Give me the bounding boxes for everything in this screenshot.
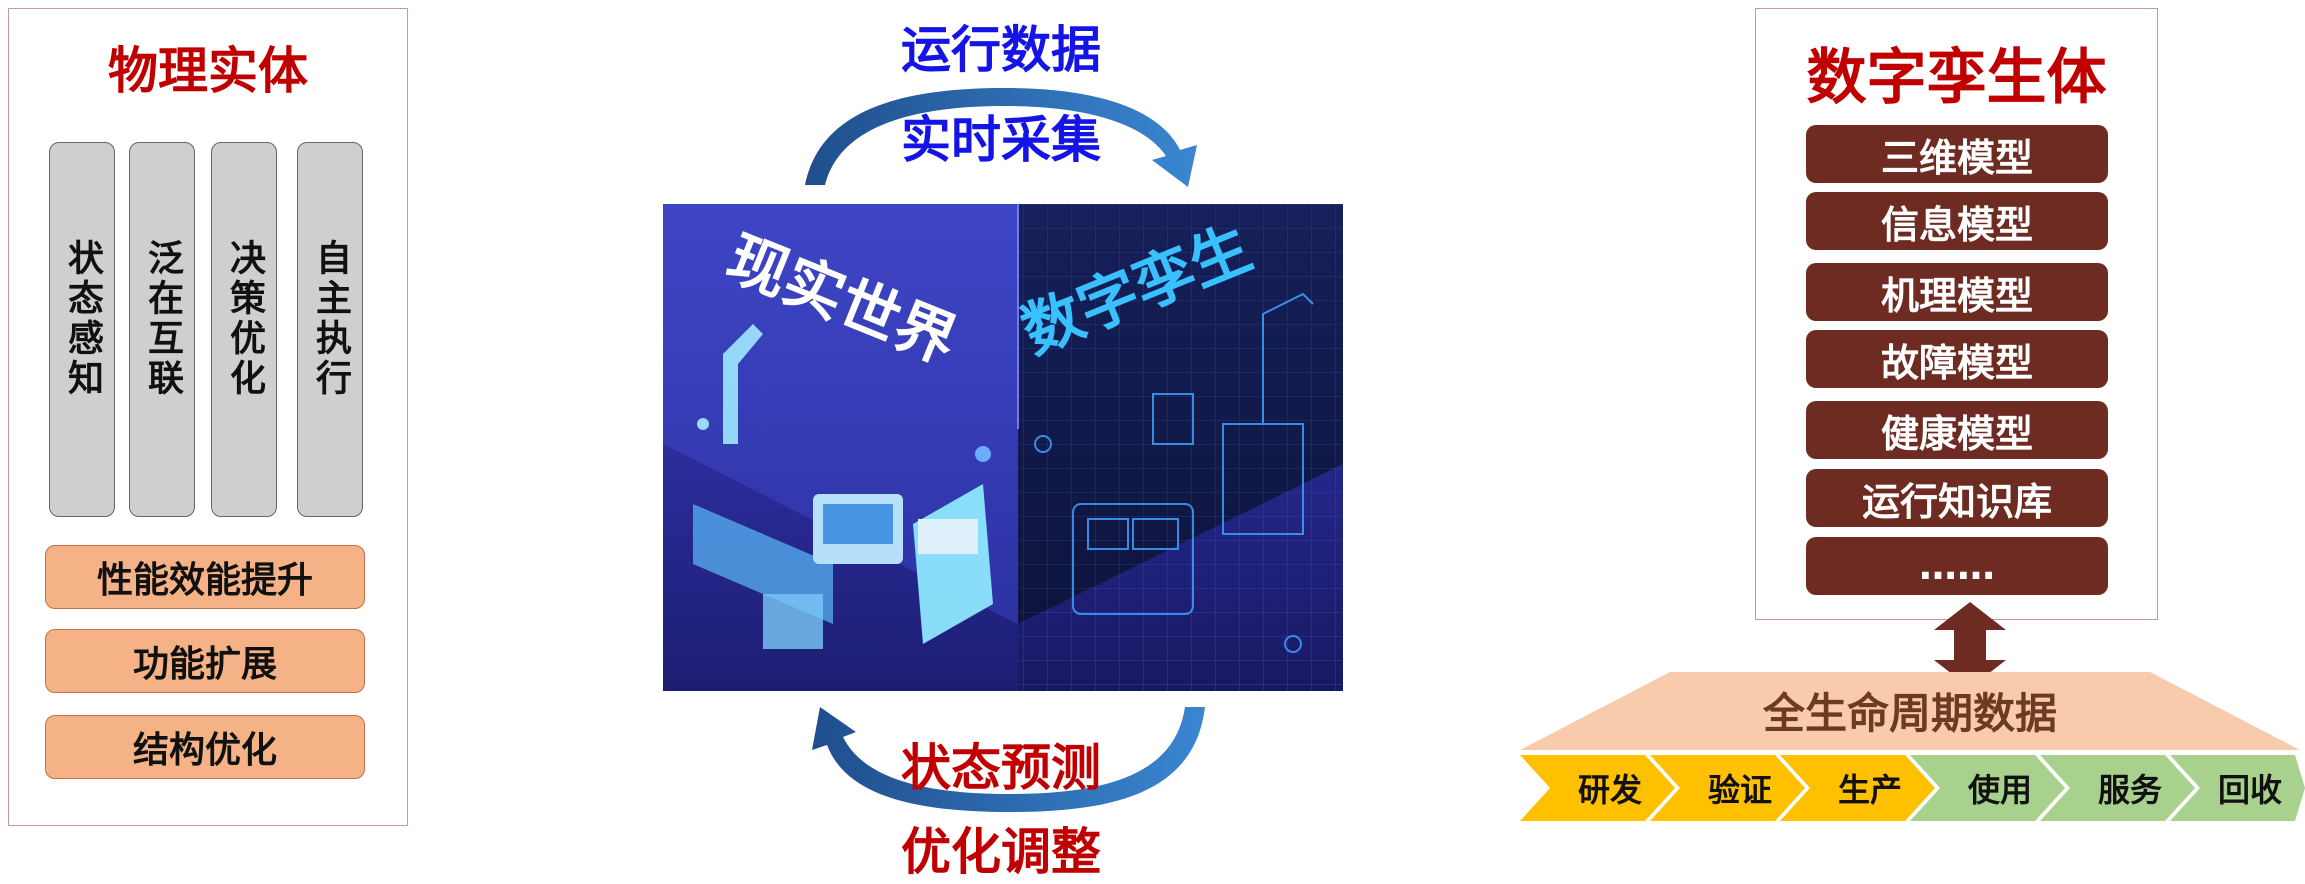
box-structure-optimization: 结构优化	[45, 715, 365, 779]
state-prediction-label: 状态预测	[901, 739, 1101, 797]
box-function-extension: 功能扩展	[45, 629, 365, 693]
model-information: 信息模型	[1806, 192, 2108, 250]
model-health: 健康模型	[1806, 401, 2108, 459]
lifecycle-banner	[1520, 672, 2300, 750]
runtime-data-label: 运行数据	[901, 21, 1101, 79]
model-3d: 三维模型	[1806, 125, 2108, 183]
stage-recycle: 回收	[2217, 771, 2282, 809]
lifecycle-title: 全生命周期数据	[1762, 689, 2057, 738]
realtime-collection-label: 实时采集	[901, 111, 1101, 169]
model-fault: 故障模型	[1806, 330, 2108, 388]
stage-usage: 使用	[1967, 771, 2032, 809]
column-ubiquitous-interconnect: 泛在互联	[129, 142, 195, 517]
digital-twin-panel: 数字孪生体 三维模型 信息模型 机理模型 故障模型 健康模型 运行知识库 ……	[1755, 8, 2158, 620]
digital-twin-title: 数字孪生体	[1806, 43, 2107, 113]
column-label: 自主执行	[310, 238, 351, 399]
box-performance-improvement: 性能效能提升	[45, 545, 365, 609]
model-mechanism: 机理模型	[1806, 263, 2108, 321]
digital-twin-illustration: 现实世界 数字孪生	[663, 204, 1343, 691]
double-arrow-icon	[1934, 602, 2006, 688]
column-status-sensing: 状态感知	[49, 142, 115, 517]
model-knowledge-base: 运行知识库	[1806, 469, 2108, 527]
lifecycle-chevrons	[1520, 755, 2305, 821]
column-decision-optimization: 决策优化	[211, 142, 277, 517]
optimization-adjust-label: 优化调整	[901, 823, 1101, 881]
column-label: 决策优化	[224, 238, 265, 399]
physical-entity-panel: 物理实体 状态感知 泛在互联 决策优化 自主执行 性能效能提升 功能扩展 结构优…	[8, 8, 408, 826]
column-label: 状态感知	[62, 238, 103, 399]
stage-research: 研发	[1577, 771, 1642, 809]
bottom-cycle-arrow	[812, 707, 1205, 812]
right-wireframe-machine	[1034, 292, 1314, 653]
stage-service: 服务	[2097, 771, 2162, 809]
column-autonomous-execution: 自主执行	[297, 142, 363, 517]
physical-entity-title: 物理实体	[108, 42, 308, 100]
model-more: ……	[1806, 537, 2108, 595]
stage-production: 生产	[1837, 771, 1902, 809]
top-cycle-arrow	[805, 88, 1197, 187]
left-machine	[693, 324, 993, 649]
column-label: 泛在互联	[142, 238, 183, 399]
stage-verification: 验证	[1707, 771, 1772, 809]
